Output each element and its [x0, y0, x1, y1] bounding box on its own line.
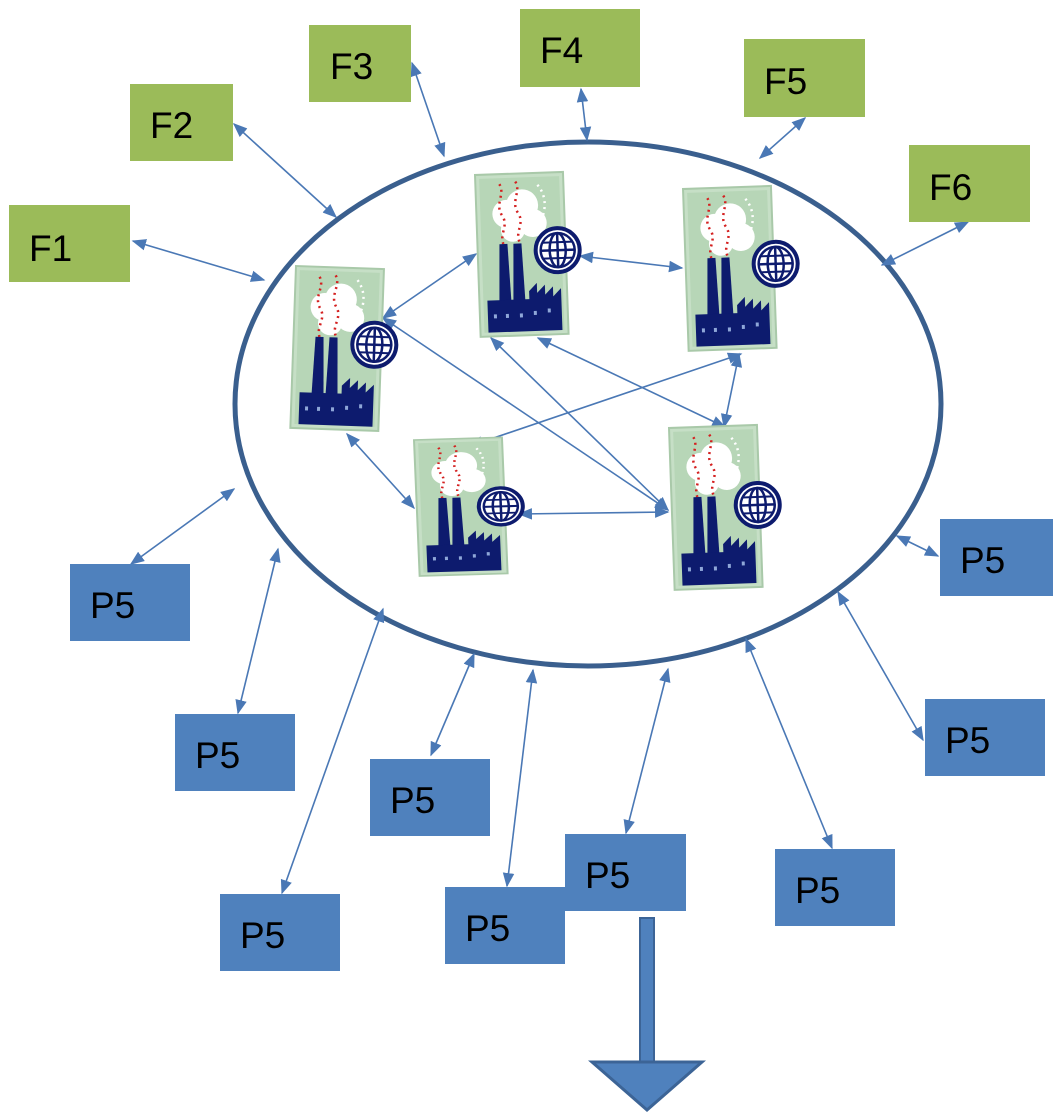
- supplier-box-f5: F5: [744, 39, 865, 117]
- arrow-f1: [131, 239, 266, 282]
- globe-icon: [478, 487, 524, 525]
- supplier-box-f4: F4: [520, 9, 640, 87]
- partner-box-p5: P5: [370, 759, 490, 836]
- factory-node-3: [681, 184, 801, 353]
- arrow-p5-5: [502, 668, 538, 888]
- arrow-f5: [758, 117, 807, 159]
- arrow-internal-7: [468, 352, 743, 448]
- supplier-label: F6: [929, 167, 973, 208]
- arrow-f3: [410, 61, 446, 158]
- arrow-internal-5: [489, 336, 670, 512]
- arrow-internal-3: [346, 432, 415, 510]
- arrow-p5-6: [623, 667, 671, 835]
- arrow-f2: [232, 123, 338, 218]
- globe-icon: [352, 322, 398, 368]
- supplier-box-f6: F6: [909, 145, 1030, 222]
- partner-box-p5: P5: [70, 564, 190, 641]
- supplier-label: F2: [150, 105, 194, 146]
- partner-label: P5: [945, 720, 991, 761]
- arrow-internal-9: [517, 506, 670, 520]
- partner-label: P5: [195, 735, 241, 776]
- supplier-label: F5: [764, 61, 808, 102]
- partner-label: P5: [465, 908, 511, 949]
- arrow-internal-8: [720, 352, 743, 429]
- partner-box-p5: P5: [175, 714, 295, 791]
- partner-box-p5: P5: [565, 834, 686, 911]
- arrow-p5-2: [235, 547, 281, 715]
- partner-label: P5: [390, 780, 436, 821]
- partner-box-p5: P5: [925, 699, 1045, 776]
- factory-node-4: [412, 436, 526, 578]
- partner-box-p5: P5: [940, 519, 1053, 596]
- factory-node-5: [667, 423, 783, 592]
- partner-label: P5: [960, 540, 1006, 581]
- partner-label: P5: [240, 915, 286, 956]
- supplier-label: F3: [330, 46, 374, 87]
- arrow-f6: [880, 221, 970, 266]
- arrow-p5-9: [895, 535, 940, 557]
- factory-node-2: [473, 170, 583, 339]
- arrow-p5-4: [430, 652, 475, 757]
- globe-icon: [735, 482, 781, 528]
- arrow-internal-1: [381, 253, 478, 319]
- partner-box-p5: P5: [220, 894, 340, 971]
- arrow-p5-3: [280, 607, 385, 895]
- globe-icon: [535, 227, 581, 273]
- supplier-label: F4: [540, 30, 584, 71]
- arrow-p5-8: [837, 590, 924, 742]
- supplier-label: F1: [29, 228, 73, 269]
- arrow-f4: [576, 87, 592, 142]
- supplier-box-f1: F1: [9, 205, 130, 282]
- partner-box-p5: P5: [775, 849, 895, 926]
- globe-icon: [753, 241, 799, 287]
- network-boundary-ellipse: [232, 139, 944, 669]
- connector-arrows: [129, 61, 970, 895]
- partner-label: P5: [90, 585, 136, 626]
- arrow-p5-1: [129, 488, 236, 565]
- arrow-p5-7: [745, 637, 833, 850]
- supplier-box-f3: F3: [309, 25, 411, 102]
- arrow-internal-2: [578, 251, 684, 273]
- partner-box-p5: P5: [445, 887, 565, 964]
- partner-label: P5: [795, 870, 841, 911]
- supplier-box-f2: F2: [130, 84, 233, 161]
- factory-node-1: [289, 264, 399, 433]
- output-down-arrow-icon: [588, 917, 706, 1112]
- partner-label: P5: [585, 855, 631, 896]
